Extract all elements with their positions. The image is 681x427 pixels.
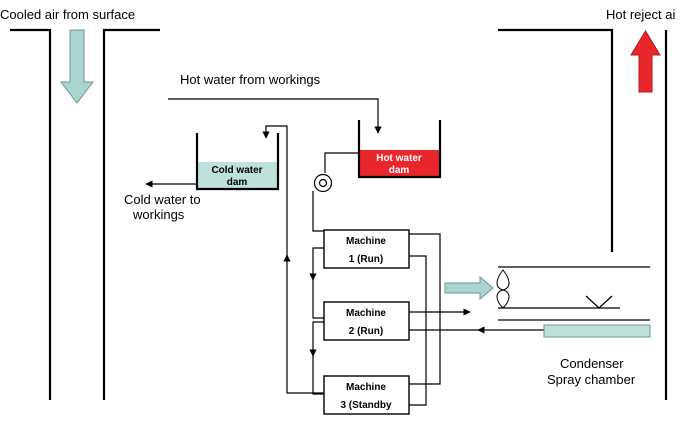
pump-icon [313,173,333,193]
machine-2: Machine 2 (Run) [323,301,410,341]
cold-water-to-label-line1: Cold water to [124,192,201,207]
cooled-air-label: Cooled air from surface [0,7,135,22]
evaporator-feed-lines [309,247,324,395]
hot-water-inflow-line [168,98,382,134]
air-into-condenser-arrow [444,275,494,301]
machine-1-line2: 1 (Run) [349,254,383,265]
hot-dam-label-line1: Hot water [376,153,422,164]
machine-2-line2: 2 (Run) [349,326,383,337]
machine-1: Machine 1 (Run) [323,229,410,269]
fan-icon [496,269,510,309]
hot-water-dam: Hot water dam [357,120,442,179]
cold-water-dam: Cold water dam [195,133,280,191]
spray-chamber-label: Spray chamber [547,372,636,387]
hot-dam-label-line2: dam [389,165,410,176]
machine-3: Machine 3 (Standby [323,375,410,415]
machine-1-line1: Machine [346,236,386,247]
condenser-label: Condenser [560,356,624,371]
cold-dam-label-line1: Cold water [211,165,262,176]
cold-dam-label-line2: dam [227,177,248,188]
condenser-spray-chamber [498,266,651,338]
condenser-circuit-lines [409,233,544,406]
hot-water-from-workings-label: Hot water from workings [180,72,321,87]
intake-shaft [10,28,160,400]
cold-water-to-label-line2: workings [132,207,185,222]
cold-water-return-line [262,125,324,394]
exhaust-shaft [498,28,668,400]
cooled-air-down-arrow [59,29,95,104]
machine-3-line1: Machine [346,382,386,393]
hot-dam-to-pump-line [324,152,359,173]
hot-air-up-arrow [630,30,661,93]
hot-reject-air-label: Hot reject ai [606,7,675,22]
machine-3-line2: 3 (Standby [340,400,392,411]
machine-2-line1: Machine [346,308,386,319]
pump-to-machines-line [312,191,324,232]
